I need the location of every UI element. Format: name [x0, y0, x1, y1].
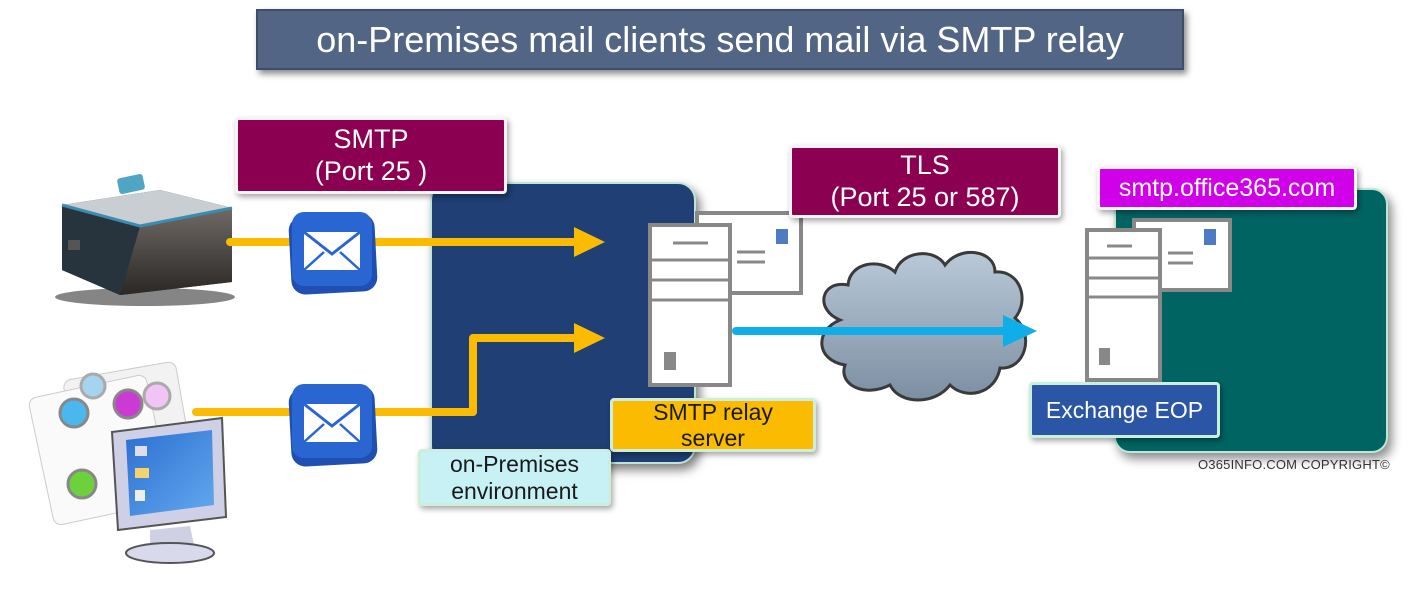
exchange-eop-label: Exchange EOP: [1029, 382, 1220, 438]
tls-label-line1: TLS: [900, 150, 950, 181]
env-label-line1: on-Premises: [449, 451, 580, 478]
envelope-icon: [288, 384, 378, 467]
smtp-label-line1: SMTP: [333, 124, 409, 155]
cloud-icon: [820, 250, 1028, 402]
server-icon: [648, 211, 803, 387]
arrowhead-printer: [574, 227, 605, 257]
on-premises-environment-label: on-Premises environment: [418, 449, 611, 506]
relay-label-line2: server: [681, 425, 745, 451]
smtp-port-label: SMTP (Port 25 ): [235, 117, 507, 194]
flow-line-computer: [192, 334, 580, 416]
smtp-host-label: smtp.office365.com: [1097, 166, 1357, 210]
smtp-relay-server-label: SMTP relay server: [610, 398, 816, 452]
server-icon: [1085, 218, 1232, 382]
tls-label-line2: (Port 25 or 587): [830, 181, 1020, 212]
tls-port-label: TLS (Port 25 or 587): [789, 145, 1061, 218]
tls-flow-arrow: [732, 315, 1037, 347]
copyright-notice: O365INFO.COM COPYRIGHT©: [1198, 457, 1390, 472]
arrowhead-computer: [574, 323, 605, 353]
envelope-icon: [288, 212, 378, 295]
printer-icon: [55, 174, 235, 306]
env-label-line2: environment: [451, 477, 578, 504]
smtp-label-line2: (Port 25 ): [314, 155, 428, 186]
diagram-title: on-Premises mail clients send mail via S…: [256, 9, 1184, 70]
computer-icon: [28, 361, 228, 564]
smtp-flow-arrows: [192, 227, 605, 416]
relay-label-line1: SMTP relay: [653, 398, 773, 425]
